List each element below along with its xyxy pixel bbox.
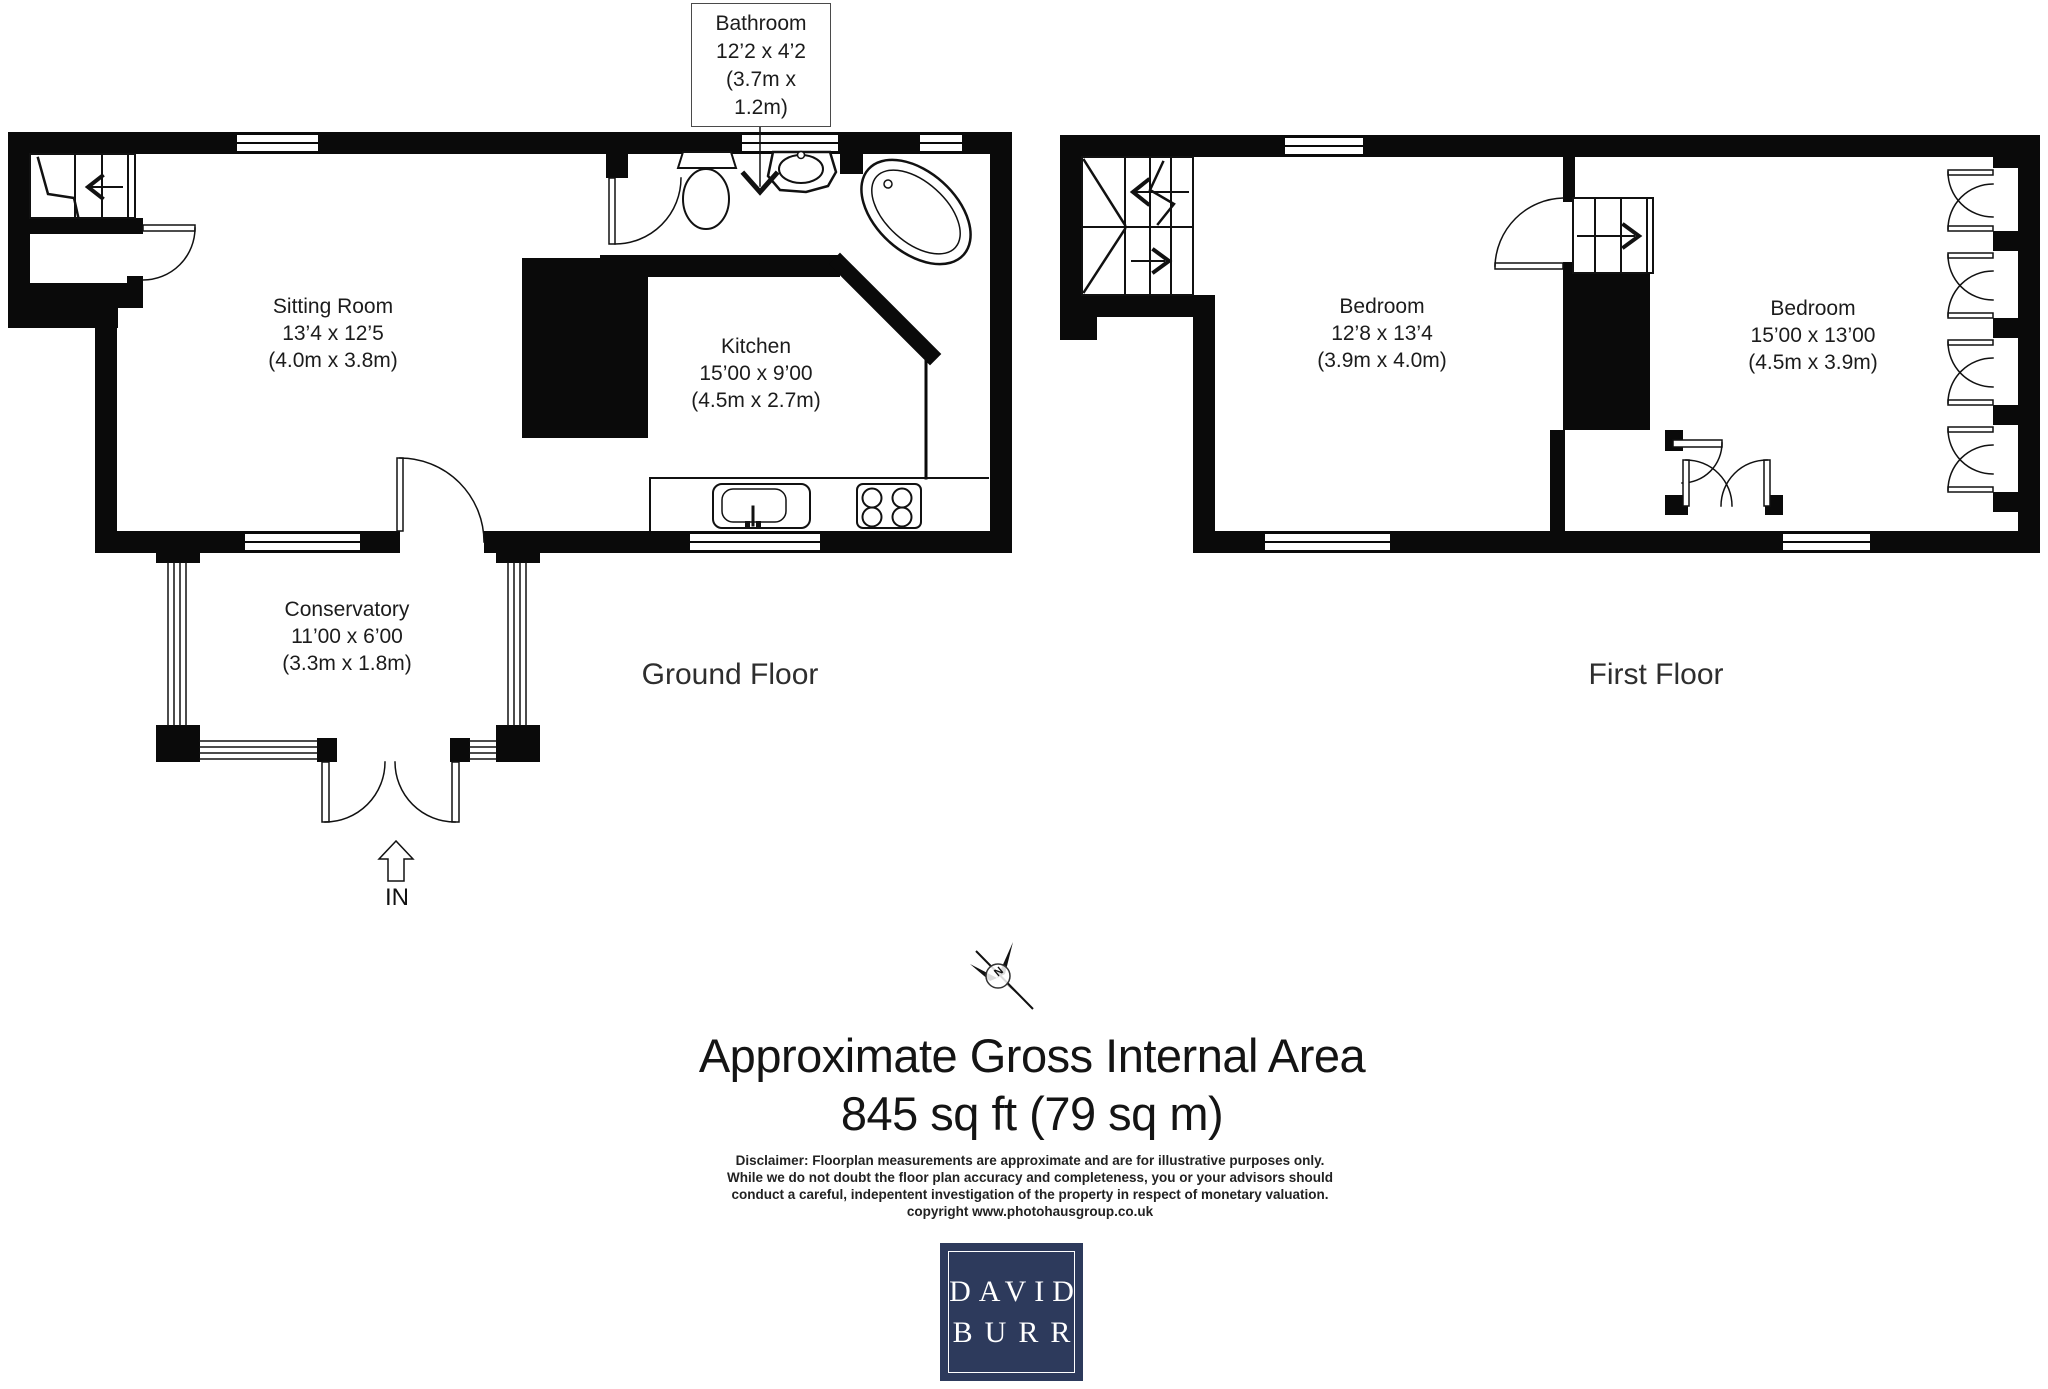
bedroom-right-dims-imperial: 15’00 x 13’00 [1750,324,1876,347]
logo-line-1: DAVID [949,1274,1082,1308]
conservatory-name: Conservatory [284,598,410,621]
conservatory-dims-imperial: 11’00 x 6’00 [291,625,403,648]
bathroom-dims-metric: (3.7m x 1.2m) [725,68,796,119]
ground-floor-windows [236,133,963,552]
sitting-room-name: Sitting Room [272,295,394,318]
kitchen-sink-icon [712,483,811,529]
area-title: Approximate Gross Internal Area [698,1029,1366,1082]
first-floor-walls [1060,135,2040,553]
bedroom-left-dims-metric: (3.9m x 4.0m) [1317,349,1447,372]
bathroom-door-arc [608,177,682,245]
kitchen-dims-imperial: 15’00 x 9’00 [699,362,813,385]
disclaimer-line-4: copyright www.photohausgroup.co.uk [906,1204,1154,1219]
conservatory-door-arc [396,457,485,543]
conservatory-doorway [400,531,484,553]
sitting-room-label: Sitting Room 13’4 x 12’5 (4.0m x 3.8m) [268,293,398,374]
french-doors-arc [321,761,460,823]
basin-icon [766,150,838,194]
bathtub-icon [860,158,972,266]
conservatory-label: Conservatory 11’00 x 6’00 (3.3m x 1.8m) [282,596,412,677]
first-floor-windows [1264,136,1871,552]
disclaimer-text: Disclaimer: Floorplan measurements are a… [727,1152,1333,1220]
first-floor-label: First Floor [1588,658,1724,691]
bedroom-right-dims-metric: (4.5m x 3.9m) [1748,351,1878,374]
kitchen-label: Kitchen 15’00 x 9’00 (4.5m x 2.7m) [691,333,821,414]
entrance-arrow-icon [377,839,415,882]
david-burr-logo-frame: DAVID BURR [948,1251,1075,1373]
toilet-icon [676,151,738,230]
closet-doors [1672,439,1771,507]
kitchen-counter [649,477,989,531]
bathroom-name: Bathroom [715,12,807,35]
david-burr-logo: DAVID BURR [940,1243,1083,1381]
conservatory-dims-metric: (3.3m x 1.8m) [282,652,412,675]
bedroom-left-label: Bedroom 12’8 x 13’4 (3.9m x 4.0m) [1317,293,1447,374]
kitchen-dims-metric: (4.5m x 2.7m) [691,389,821,412]
hob-icon [856,483,922,529]
disclaimer-line-1: Disclaimer: Floorplan measurements are a… [735,1153,1325,1168]
disclaimer-line-3: conduct a careful, indepentent investiga… [731,1187,1329,1202]
first-staircase-icon [1081,156,1194,296]
bathroom-callout: Bathroom 12’2 x 4’2 (3.7m x 1.2m) [691,3,831,127]
conservatory-glazing [167,562,527,760]
logo-line-2: BURR [952,1315,1083,1349]
area-value: 845 sq ft (79 sq m) [840,1087,1224,1140]
ground-floor-label: Ground Floor [641,658,819,691]
landing-steps-icon [1572,197,1654,274]
wardrobe-doors [1947,169,1994,493]
cupboard-door-arc [142,224,196,281]
sitting-room-dims-imperial: 13’4 x 12’5 [282,322,384,345]
bedroom-door-arc [1494,197,1564,270]
sitting-room-dims-metric: (4.0m x 3.8m) [268,349,398,372]
bedroom-right-label: Bedroom 15’00 x 13’00 (4.5m x 3.9m) [1748,295,1878,376]
bedroom-left-dims-imperial: 12’8 x 13’4 [1331,322,1433,345]
conservatory-structure [156,531,540,823]
ground-staircase-icon [29,153,136,219]
disclaimer-line-2: While we do not doubt the floor plan acc… [726,1170,1334,1185]
north-compass-icon [970,942,1034,1010]
entrance-in-label: IN [385,884,409,911]
kitchen-name: Kitchen [720,335,792,358]
ground-floor-plan [8,96,1012,882]
first-floor-plan [1060,135,2040,553]
bedroom-right-name: Bedroom [1770,297,1856,320]
bedroom-left-name: Bedroom [1339,295,1425,318]
bathroom-dims-imperial: 12’2 x 4’2 [716,40,806,63]
